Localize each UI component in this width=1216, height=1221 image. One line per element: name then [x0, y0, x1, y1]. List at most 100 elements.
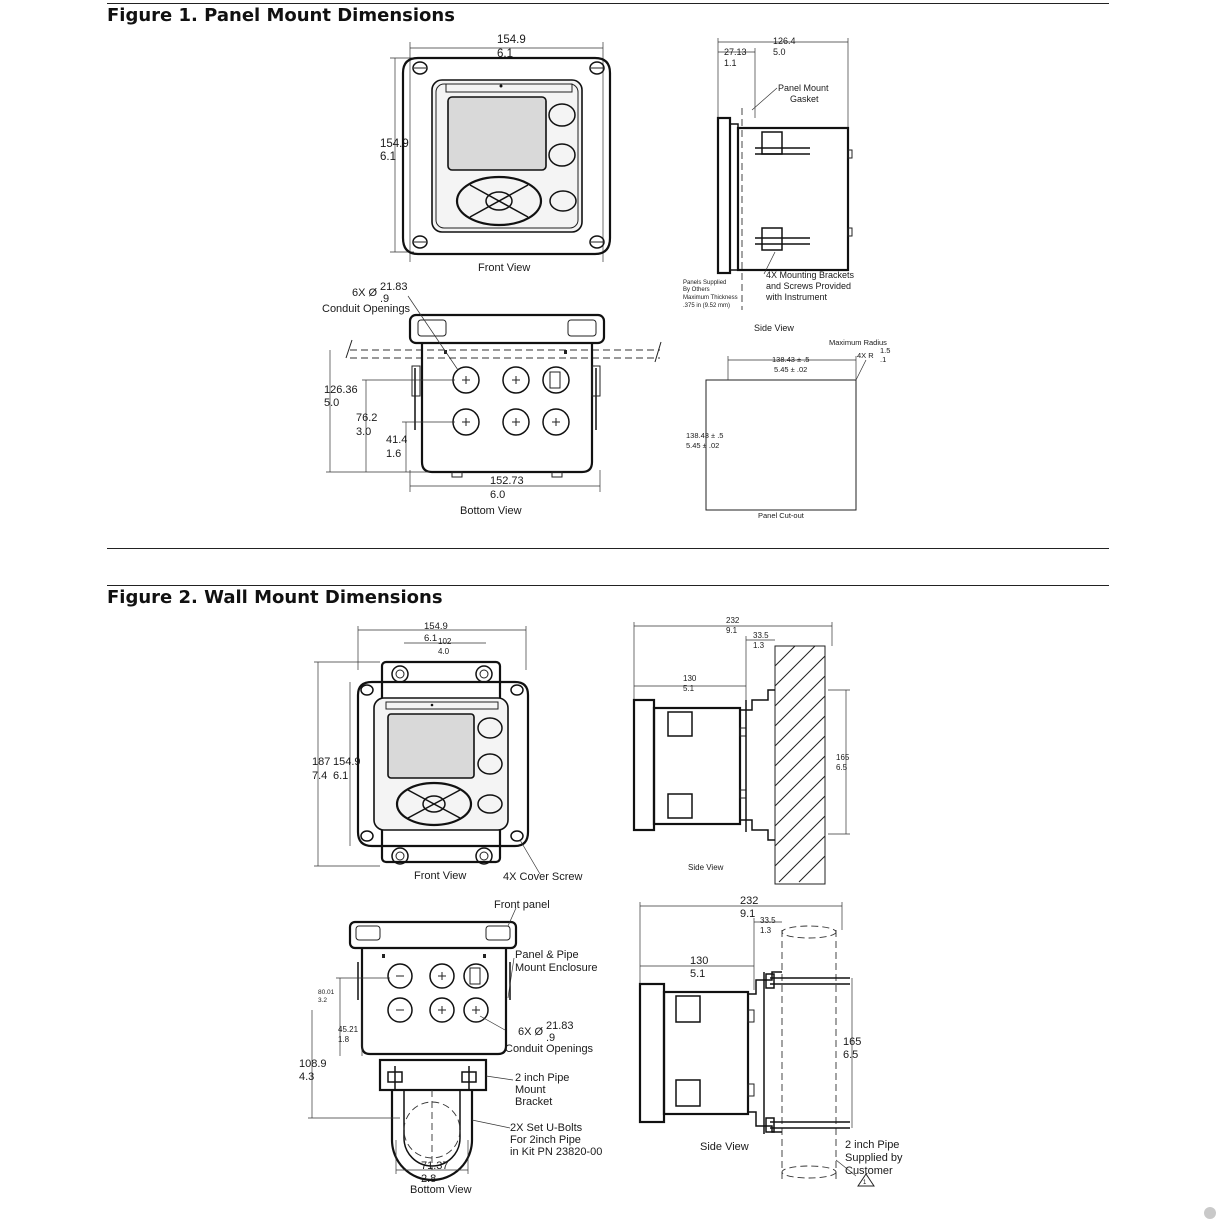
fig2-pipe-conduit-in: .9	[546, 1032, 555, 1044]
fig1-bottom-h2-in: 3.0	[356, 426, 371, 438]
fig1-cutout-h-in: 5.45 ± .02	[686, 441, 719, 450]
fig1-bottom-conduit-label: Conduit Openings	[322, 303, 411, 315]
fig2-pipe-h2-mm: 45.21	[338, 1025, 359, 1034]
fig2-pipe-ubolt-line3: in Kit PN 23820-00	[510, 1146, 602, 1158]
svg-text:1: 1	[863, 1180, 867, 1186]
fig2-pside-label: Side View	[700, 1141, 749, 1153]
fig2-pipe-h2-in: 1.8	[338, 1035, 350, 1044]
fig2-wall-total-mm: 232	[726, 616, 740, 625]
fig1-side-view-label: Side View	[754, 323, 794, 333]
fig2-pside-total-in: 9.1	[740, 908, 755, 920]
fig2-front-total-in: 7.4	[312, 770, 327, 782]
fig2-pipe-bracket-line3: Bracket	[515, 1096, 552, 1108]
fig2-wall-hatch	[774, 645, 826, 885]
fig2-pipe-conduit-mm: 21.83	[546, 1020, 574, 1032]
figure1-top-rule	[107, 3, 1109, 4]
fig1-bottom-conduit-mm: 21.83	[380, 281, 408, 293]
fig1-bottom-width-mm: 152.73	[490, 475, 524, 487]
fig2-pipe-h3-mm: 108.9	[299, 1058, 327, 1070]
fig1-bottom-width-in: 6.0	[490, 489, 505, 501]
fig1-bottom-h1-mm: 126.36	[324, 384, 358, 396]
fig1-cutout-label: Panel Cut-out	[758, 511, 805, 520]
fig2-pside-offset-in: 1.3	[760, 926, 772, 935]
fig2-wall-side-view: 232 9.1 33.5 1.3 130 5.1 165 6.5 Side Vi…	[632, 616, 850, 885]
scroll-indicator[interactable]	[1204, 1207, 1216, 1219]
figure2-top-rule	[107, 585, 1109, 586]
fig1-front-height-in: 6.1	[380, 151, 396, 163]
fig2-pside-body-mm: 130	[690, 955, 708, 967]
fig1-side-panels-line2: By Others	[683, 287, 710, 293]
fig1-front-height-mm: 154.9	[380, 138, 409, 150]
fig2-wall-side-label: Side View	[688, 863, 724, 872]
fig2-pipe-w-in: 2.8	[421, 1173, 436, 1185]
fig1-front-view: 154.9 6.1 154.9 6.1	[380, 34, 612, 274]
fig1-side-gasket-line1: Panel Mount	[778, 83, 829, 93]
fig2-wall-body-mm: 130	[683, 674, 697, 683]
fig1-cutout-radius-count: 4X R	[857, 351, 874, 360]
fig1-side-front-mm: 27.13	[724, 47, 747, 57]
fig2-pside-pipe-line2: Supplied by	[845, 1152, 903, 1164]
fig2-pipe-outline	[781, 925, 837, 1180]
fig1-cutout-radius-mm: 1.5	[880, 346, 890, 355]
fig2-wall-h-mm: 165	[836, 753, 850, 762]
fig2-front-display	[387, 713, 475, 779]
fig2-pipe-h1-in: 3.2	[318, 997, 327, 1004]
fig2-pipe-h1-mm: 80.01	[318, 989, 335, 996]
fig1-side-depth-mm: 126.4	[773, 36, 796, 46]
fig2-front-keypad	[395, 781, 473, 827]
fig1-cutout-radius-in: .1	[880, 355, 886, 364]
fig2-wall-body-in: 5.1	[683, 684, 695, 693]
fig1-front-corner-screws	[412, 61, 605, 249]
fig2-pside-h-mm: 165	[843, 1036, 861, 1048]
fig2-pipe-conduit-count: 6X Ø	[518, 1026, 544, 1038]
fig2-wall-h-in: 6.5	[836, 763, 848, 772]
figure1-bottom-rule	[107, 548, 1109, 549]
fig2-front-w-mm: 154.9	[424, 621, 448, 632]
fig1-front-width-mm: 154.9	[497, 34, 526, 46]
fig2-front-screw-label: 4X Cover Screw	[503, 871, 583, 883]
fig2-pipe-bottom-label: Bottom View	[410, 1184, 472, 1196]
fig2-pipe-w-mm: 71.37	[421, 1160, 449, 1172]
fig2-pside-h-in: 6.5	[843, 1049, 858, 1061]
fig1-front-view-label: Front View	[478, 262, 530, 274]
fig2-pside-body-in: 5.1	[690, 968, 705, 980]
fig1-bottom-conduit-in: .9	[380, 293, 389, 305]
fig2-pipe-enclosure-line2: Mount Enclosure	[515, 962, 598, 974]
fig2-front-h-mm: 154.9	[333, 756, 361, 768]
fig1-bottom-h2-mm: 76.2	[356, 412, 377, 424]
fig1-bottom-view-label: Bottom View	[460, 505, 522, 517]
fig2-pipe-bottom-view: 80.01 3.2 45.21 1.8 108.9 4.3 71.37 2.8 …	[299, 899, 602, 1196]
fig2-pside-pipe-line3: Customer	[845, 1165, 893, 1177]
fig2-pipe-side-view: 232 9.1 33.5 1.3 130 5.1 165	[638, 895, 903, 1187]
fig1-side-brackets-line1: 4X Mounting Brackets	[766, 270, 855, 280]
fig1-panel-cutout: 138.43 ± .5 5.45 ± .02 Maximum Radius 4X…	[686, 338, 890, 520]
fig2-front-hole-in: 4.0	[438, 647, 450, 656]
fig1-side-brackets-line3: with Instrument	[765, 292, 828, 302]
fig2-wall-offset-in: 1.3	[753, 641, 765, 650]
figure2-title: Figure 2. Wall Mount Dimensions	[107, 587, 443, 608]
fig1-side-brackets-line2: and Screws Provided	[766, 281, 851, 291]
fig2-pipe-ubolt-line2: For 2inch Pipe	[510, 1134, 581, 1146]
fig1-cutout-radius-label: Maximum Radius	[829, 338, 887, 347]
fig2-wall-total-in: 9.1	[726, 626, 738, 635]
fig1-side-panels-line3: Maximum Thickness	[683, 295, 738, 301]
fig2-wall-offset-mm: 33.5	[753, 631, 769, 640]
figure2-drawing: 154.9 6.1 102 4.0 187	[299, 616, 903, 1196]
fig2-pipe-front-panel: Front panel	[494, 899, 550, 911]
figure1-title: Figure 1. Panel Mount Dimensions	[107, 5, 455, 26]
fig1-bottom-h3-in: 1.6	[386, 448, 401, 460]
fig1-side-gasket-line2: Gasket	[790, 94, 819, 104]
fig2-front-hole-mm: 102	[438, 637, 452, 646]
fig2-front-view-label: Front View	[414, 870, 466, 882]
fig2-pside-offset-mm: 33.5	[760, 916, 776, 925]
fig2-front-total-mm: 187	[312, 756, 330, 768]
fig2-pipe-h3-in: 4.3	[299, 1071, 314, 1083]
fig1-front-keypad	[455, 175, 543, 227]
fig1-side-depth-in: 5.0	[773, 47, 786, 57]
fig2-pipe-enclosure-line1: Panel & Pipe	[515, 949, 579, 961]
fig1-cutout-h-mm: 138.43 ± .5	[686, 431, 723, 440]
fig1-side-front-in: 1.1	[724, 58, 737, 68]
fig2-pipe-conduit-holes	[387, 963, 489, 1023]
fig1-side-view: 126.4 5.0 27.13 1.1 Panel Mount Gasket 4…	[683, 36, 855, 333]
fig2-front-h-in: 6.1	[333, 770, 348, 782]
